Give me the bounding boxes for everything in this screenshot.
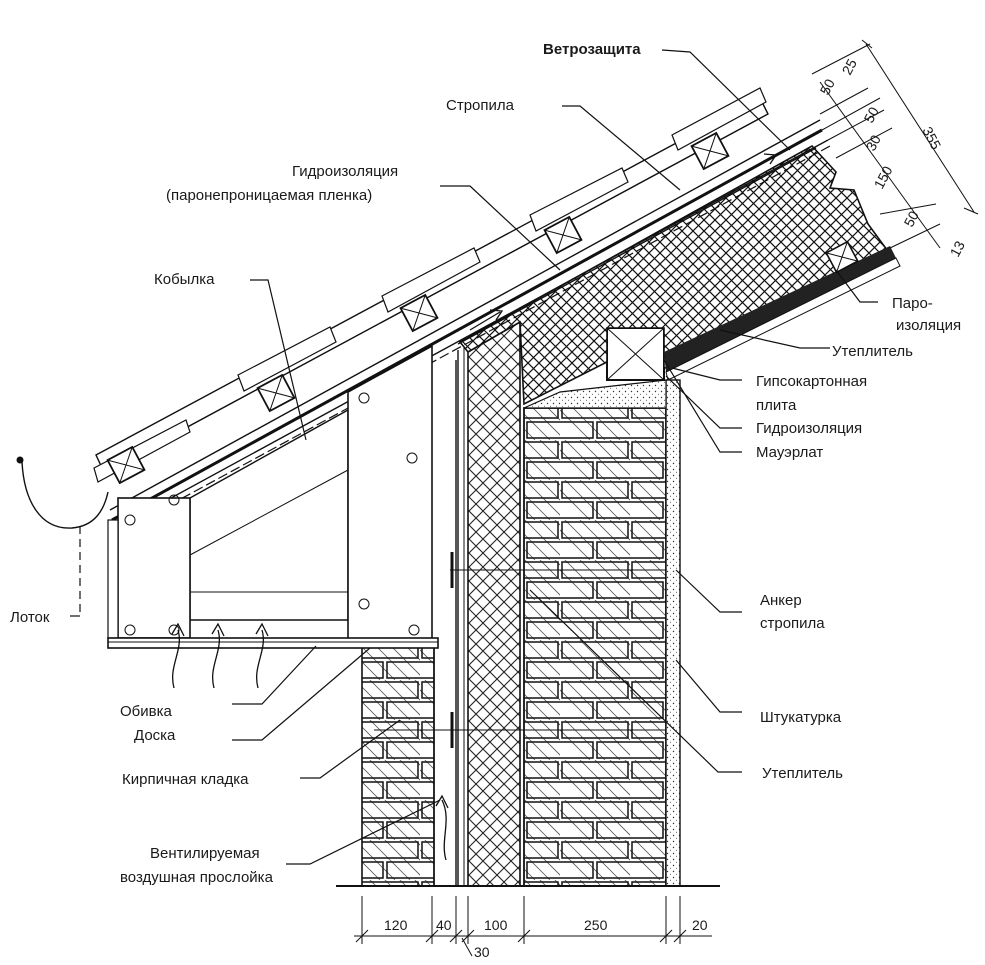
bottom-dimensions (354, 896, 712, 957)
waterproofing-membrane (119, 145, 831, 533)
leader-lines (70, 49, 878, 865)
dim-30: 30 (474, 944, 490, 960)
label-gipsokarton-1: Гипсокартонная (756, 373, 867, 390)
label-stropila: Стропила (446, 97, 515, 114)
dim-30-roof: 30 (863, 132, 885, 153)
gutter (16, 456, 109, 616)
brick-veneer (361, 645, 435, 887)
dim-250: 250 (584, 917, 608, 933)
label-shtukaturka: Штукатурка (760, 709, 842, 726)
label-vent-2: воздушная прослойка (120, 869, 274, 886)
dim-355: 355 (919, 124, 944, 152)
roof-dimensions (811, 39, 979, 249)
label-gidroizolyaciya-mid: Гидроизоляция (756, 420, 862, 437)
label-kirpichnaya-kladka: Кирпичная кладка (122, 771, 249, 788)
label-mauerlat: Мауэрлат (756, 444, 823, 461)
rafter-anchors (374, 552, 666, 748)
label-anker-2: стропила (760, 615, 825, 632)
wall-insulation (457, 320, 521, 887)
air-gap (433, 360, 457, 886)
roof-dimension-values: 25 50 50 30 150 50 13 355 (817, 56, 969, 259)
label-vent-1: Вентилируемая (150, 845, 260, 862)
label-lotok: Лоток (10, 609, 50, 626)
label-paroizolyaciya-prefix: Паро- (892, 295, 933, 312)
plaster-layer (665, 379, 681, 887)
label-gipsokarton-2: плита (756, 397, 797, 414)
label-obivka: Обивка (120, 703, 172, 720)
dim-100: 100 (484, 917, 508, 933)
label-uteplitel-roof: Утеплитель (832, 343, 913, 360)
mauerlat-beam (606, 327, 665, 381)
dim-40: 40 (436, 917, 452, 933)
dim-20: 20 (692, 917, 708, 933)
eave-frame (107, 344, 439, 649)
label-paroizolyaciya: изоляция (896, 317, 961, 334)
label-gidroizolyaciya-top-1: Гидроизоляция (292, 163, 398, 180)
label-doska: Доска (134, 727, 176, 744)
bottom-dimension-values: 120 40 100 250 20 30 (384, 917, 708, 960)
dim-13: 13 (947, 238, 969, 259)
label-anker-1: Анкер (760, 592, 802, 609)
dim-25: 25 (839, 56, 861, 77)
labels: Ветрозащита Стропила Гидроизоляция (паро… (10, 41, 961, 886)
vapor-barrier (664, 246, 896, 372)
battens (106, 131, 859, 485)
label-vetrozashchita: Ветрозащита (543, 41, 641, 58)
ventilation-arrows (171, 153, 778, 861)
dim-120: 120 (384, 917, 408, 933)
main-brick-wall (523, 407, 667, 887)
dim-50-a: 50 (817, 76, 839, 97)
label-uteplitel-wall: Утеплитель (762, 765, 843, 782)
mortar-bed (523, 379, 667, 409)
label-kobylka: Кобылка (154, 271, 215, 288)
dim-50-c: 50 (901, 208, 923, 229)
dim-150: 150 (871, 163, 896, 191)
label-gidroizolyaciya-top-2: (паронепроницаемая пленка) (166, 187, 372, 204)
rafter (109, 119, 829, 529)
dim-50-b: 50 (861, 104, 883, 125)
